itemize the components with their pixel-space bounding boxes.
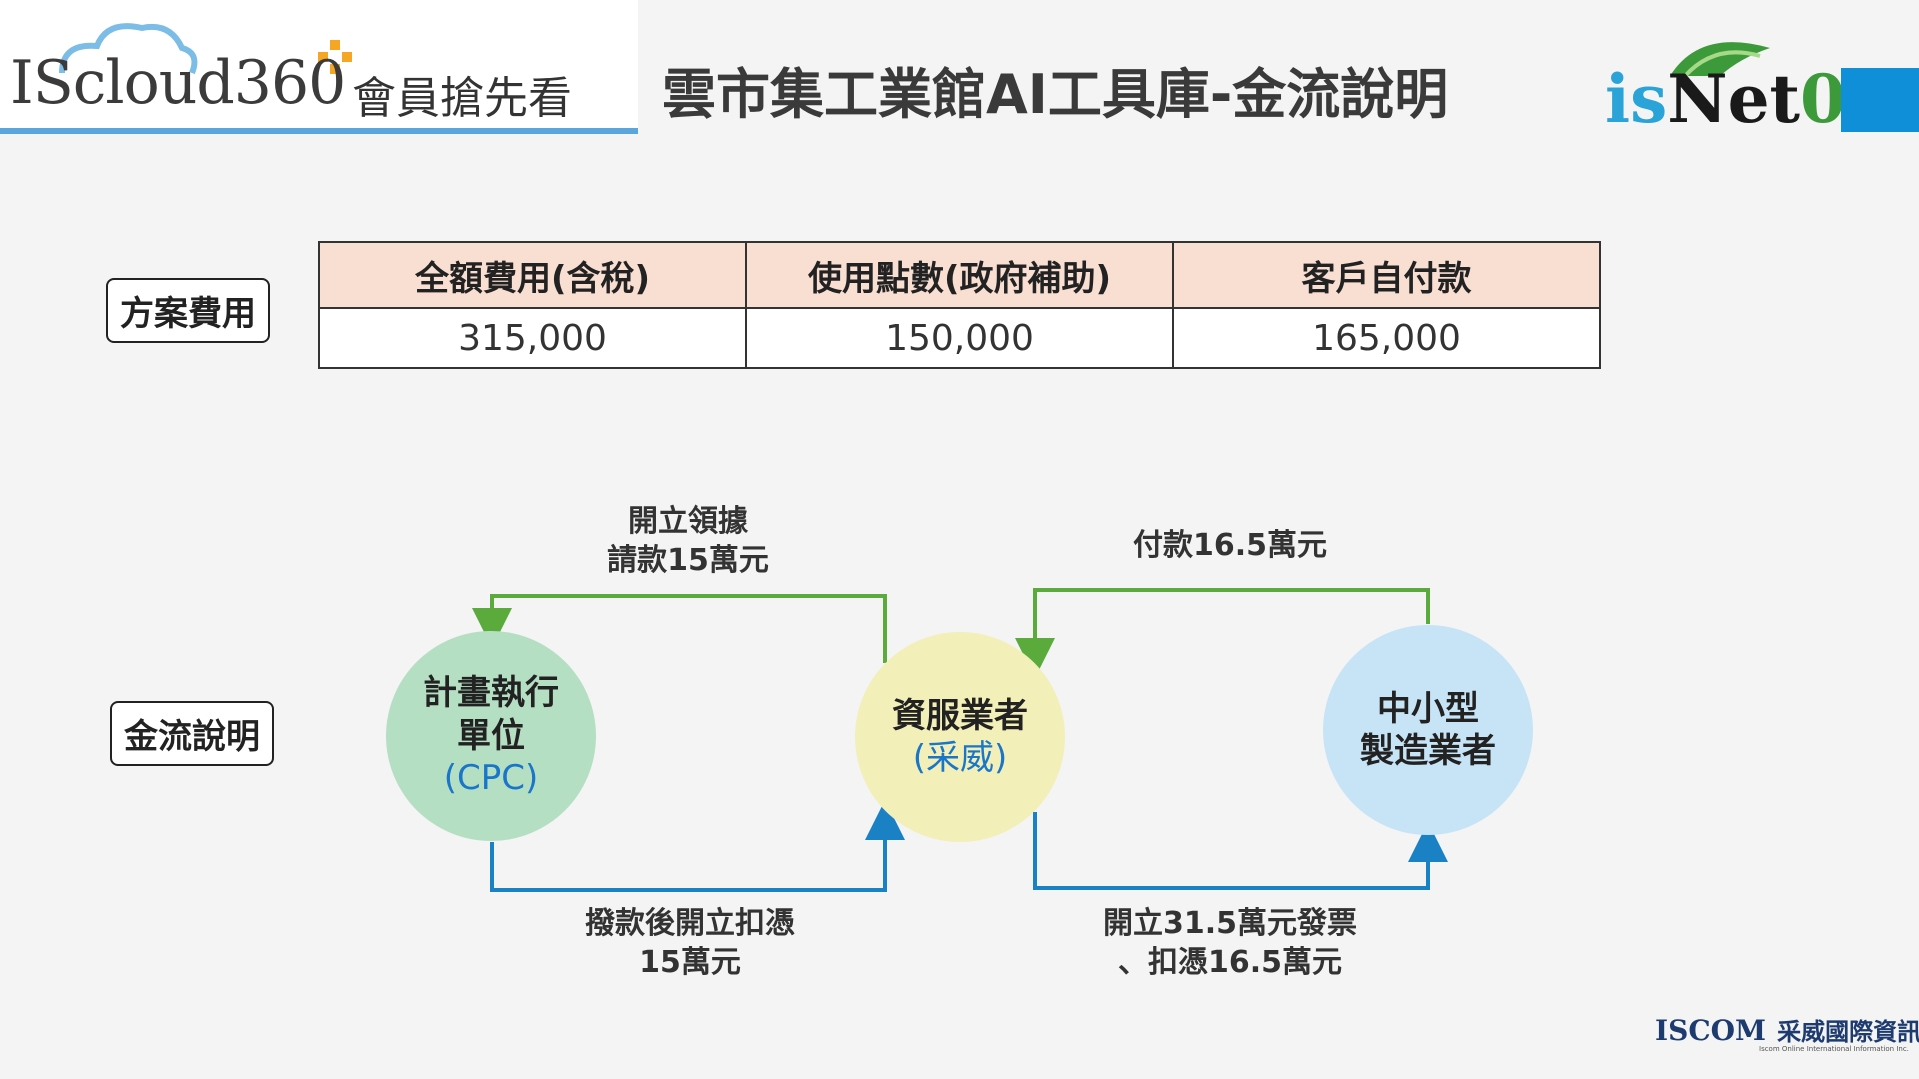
label-invoice-line2: 、扣憑16.5萬元 [1117, 945, 1343, 980]
footer-logo: ISCOM 采威國際資訊 Iscom Online International … [1655, 1012, 1919, 1053]
label-invoice: 開立31.5萬元發票 、扣憑16.5萬元 [1090, 904, 1370, 982]
node-cpc-line2: 單位 [457, 715, 525, 756]
fee-section-label: 方案費用 [106, 278, 270, 343]
node-sme-line1: 中小型 [1377, 688, 1479, 729]
flow-section-label: 金流說明 [110, 701, 274, 766]
label-disburse-line2: 15萬元 [639, 945, 741, 980]
partner-logo: isNet0 [1605, 60, 1846, 138]
brand-tagline: 會員搶先看 [352, 73, 572, 124]
node-cpc-line3: (CPC) [443, 758, 539, 799]
leaf-icon [1670, 42, 1770, 78]
node-cpc-line1: 計畫執行 [423, 673, 559, 714]
table-row: 315,000 150,000 165,000 [318, 307, 1601, 369]
arrow-payment [1015, 588, 1430, 678]
node-sme-line2: 製造業者 [1360, 731, 1496, 771]
footer-company-zh: 采威國際資訊 [1777, 1018, 1919, 1046]
node-vendor-line2: (采威) [912, 738, 1008, 778]
accent-bar [1841, 68, 1919, 132]
footer-company-en: ISCOM [1655, 1014, 1766, 1047]
brand-logo: IScloud360 [10, 48, 346, 118]
node-vendor: 資服業者 (采威) [855, 632, 1065, 842]
arrow-disburse [490, 800, 905, 892]
footer-company-full: Iscom Online International Information I… [1759, 1045, 1909, 1053]
node-sme: 中小型 製造業者 [1323, 625, 1533, 835]
arrow-invoice [1033, 812, 1448, 890]
page-title: 雲市集工業館AI工具庫-金流說明 [662, 63, 1449, 126]
label-disburse: 撥款後開立扣憑 15萬元 [560, 904, 820, 982]
table-header-cell: 全額費用(含稅) [318, 241, 747, 309]
label-disburse-line1: 撥款後開立扣憑 [585, 906, 795, 941]
table-header-cell: 客戶自付款 [1172, 241, 1601, 309]
label-payment: 付款16.5萬元 [1132, 528, 1328, 563]
label-receipt-line2: 請款15萬元 [607, 543, 769, 578]
brand-header: IScloud360 會員搶先看 [0, 0, 638, 134]
table-cell: 315,000 [318, 307, 747, 369]
table-header-row: 全額費用(含稅) 使用點數(政府補助) 客戶自付款 [318, 241, 1601, 309]
label-receipt: 開立領據 請款15萬元 [588, 502, 788, 580]
cloud-icon [59, 23, 198, 75]
table-header-cell: 使用點數(政府補助) [745, 241, 1174, 309]
arrow-receipt [472, 594, 887, 663]
label-invoice-line1: 開立31.5萬元發票 [1102, 906, 1358, 941]
fee-table: 全額費用(含稅) 使用點數(政府補助) 客戶自付款 315,000 150,00… [318, 241, 1601, 369]
node-cpc: 計畫執行 單位 (CPC) [386, 631, 596, 841]
label-receipt-line1: 開立領據 [628, 504, 748, 539]
table-cell: 165,000 [1172, 307, 1601, 369]
node-vendor-line1: 資服業者 [892, 695, 1028, 736]
table-cell: 150,000 [745, 307, 1174, 369]
sparkle-icon [318, 40, 352, 74]
